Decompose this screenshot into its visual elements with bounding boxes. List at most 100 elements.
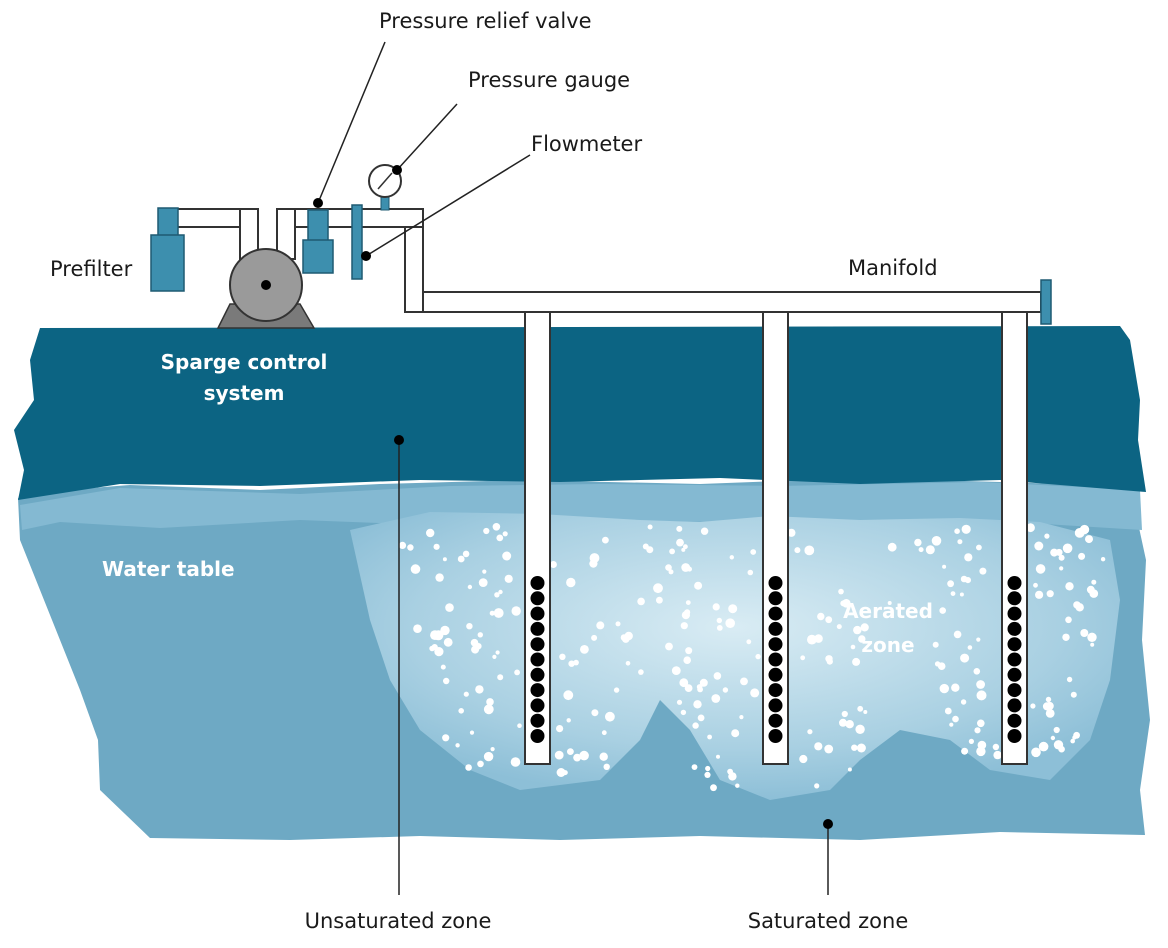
air-bubble: [814, 742, 823, 751]
air-bubble: [435, 573, 444, 582]
air-bubble: [976, 680, 985, 689]
air-bubble: [680, 622, 688, 630]
air-bubble: [825, 616, 833, 624]
air-bubble: [824, 744, 834, 754]
air-bubble: [443, 637, 453, 647]
air-bubble: [1065, 616, 1072, 624]
air-bubble: [458, 708, 465, 714]
air-bubble: [705, 765, 711, 772]
air-bubble: [492, 654, 497, 660]
screen-slot: [530, 652, 545, 667]
air-bubble: [426, 528, 435, 538]
screen-slot: [1007, 683, 1022, 698]
air-bubble: [463, 691, 469, 697]
screen-slot: [530, 683, 545, 698]
screen-slot: [768, 621, 783, 636]
air-bubble: [960, 575, 968, 583]
air-bubble: [937, 662, 946, 670]
air-bubble: [716, 754, 720, 759]
air-bubble: [1033, 582, 1038, 588]
screen-slot: [1007, 621, 1022, 636]
air-bubble: [556, 768, 566, 777]
air-bubble: [750, 688, 760, 698]
air-bubble: [683, 656, 691, 664]
air-bubble: [676, 525, 683, 532]
air-bubble: [514, 669, 520, 676]
air-bubble: [601, 730, 607, 736]
air-bubble: [1038, 741, 1049, 752]
air-bubble: [620, 634, 628, 641]
air-bubble: [856, 743, 866, 753]
air-bubble: [716, 625, 723, 631]
air-bubble: [707, 734, 712, 740]
air-bubble: [625, 661, 631, 666]
air-bubble: [502, 531, 508, 537]
air-bubble: [1075, 603, 1084, 612]
air-bubble: [974, 727, 981, 734]
air-bubble: [960, 653, 970, 663]
air-bubble: [605, 711, 615, 722]
screen-slot: [768, 683, 783, 698]
air-bubble: [681, 547, 686, 552]
air-bubble: [853, 625, 862, 635]
water-table-band: [20, 482, 1142, 530]
air-bubble: [398, 541, 407, 550]
air-bubble: [483, 704, 494, 715]
air-bubble: [496, 534, 504, 542]
air-bubble: [556, 725, 564, 733]
air-bubble: [442, 734, 450, 742]
air-bubble: [676, 699, 683, 705]
label-manifold: Manifold: [848, 256, 938, 280]
air-bubble: [1058, 554, 1065, 561]
air-bubble: [671, 666, 681, 675]
air-bubble: [443, 677, 450, 685]
air-bubble: [1100, 557, 1106, 562]
air-bubble: [794, 547, 801, 554]
label-water-table: Water table: [102, 557, 235, 581]
air-bubble: [947, 580, 954, 588]
air-bubble: [510, 757, 521, 767]
air-bubble: [477, 632, 483, 638]
air-bubble: [838, 588, 844, 595]
air-bubble: [807, 634, 817, 645]
air-bubble: [851, 744, 858, 751]
air-bubble: [1046, 590, 1054, 598]
air-bubble: [961, 747, 969, 755]
air-bubble: [462, 550, 470, 558]
screen-slot: [768, 591, 783, 606]
air-bubble: [1045, 696, 1052, 703]
unsaturated-zone-region: [14, 326, 1146, 500]
air-bubble: [713, 672, 722, 680]
air-bubble: [492, 523, 501, 531]
air-bubble: [483, 527, 490, 535]
air-bubble: [693, 700, 702, 709]
air-bubble: [953, 630, 962, 639]
screen-slot: [1007, 698, 1022, 713]
air-bubble: [591, 709, 599, 717]
air-bubble: [681, 563, 691, 572]
air-bubble: [1078, 552, 1086, 560]
air-bubble: [613, 687, 620, 693]
label-sparge-control-line1: Sparge control: [161, 350, 328, 374]
air-bubble: [637, 597, 645, 606]
air-bubble: [1065, 582, 1074, 591]
flowmeter-unit: [351, 204, 363, 280]
air-bubble: [710, 784, 717, 792]
air-bubble: [700, 527, 709, 535]
air-bubble: [656, 596, 663, 604]
air-bubble: [669, 548, 675, 555]
air-bubble: [1070, 691, 1077, 698]
air-bubble: [665, 564, 672, 571]
screen-slot: [530, 729, 545, 743]
air-bubble: [931, 536, 942, 546]
air-bubble: [467, 584, 473, 590]
screen-slot: [1007, 637, 1022, 652]
air-bubble: [952, 715, 959, 723]
screen-slot: [1007, 606, 1022, 621]
air-bubble: [683, 544, 688, 550]
air-bubble: [646, 546, 654, 554]
air-bubble: [852, 657, 861, 666]
air-bubble: [566, 577, 576, 588]
air-bubble: [755, 653, 761, 660]
air-bubble: [477, 760, 484, 768]
